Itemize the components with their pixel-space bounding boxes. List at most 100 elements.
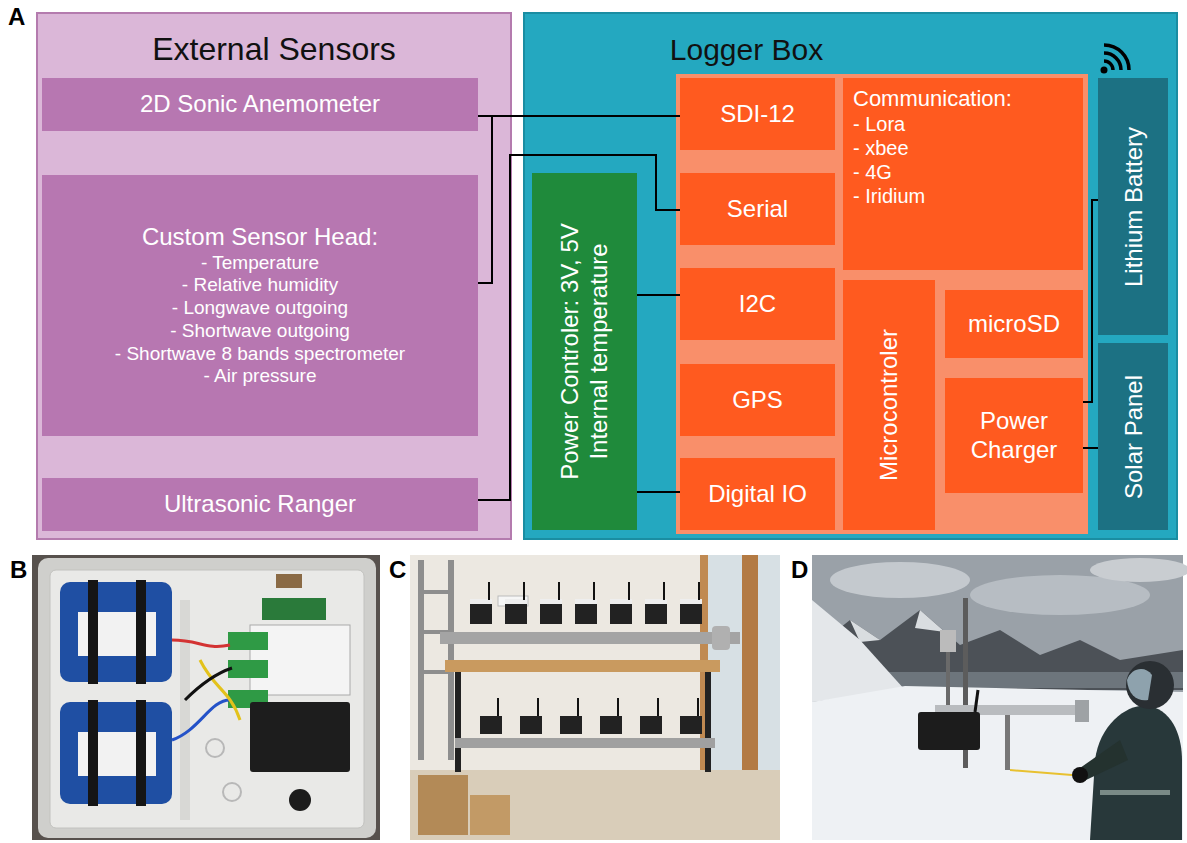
photo-stations-indoors-part <box>410 555 780 840</box>
photo-field-station-part <box>1090 705 1182 840</box>
photo-stations-indoors-part <box>663 582 665 600</box>
photo-stations-indoors-part <box>698 582 700 600</box>
box-item: - Iridium <box>853 184 925 208</box>
box-label: GPS <box>732 386 783 415</box>
connector-line <box>1083 447 1098 449</box>
wifi-icon-part <box>1101 67 1108 74</box>
box-item: - Temperature <box>201 252 319 275</box>
photo-field-station-part <box>940 630 956 652</box>
rotated-label: Lithium Battery <box>1098 78 1168 335</box>
wifi-icon <box>1101 45 1130 74</box>
box-label: Lithium Battery <box>1119 126 1148 286</box>
box-label: Serial <box>727 195 788 224</box>
box-item: - xbee <box>853 136 909 160</box>
photo-field-station-part <box>1010 770 1072 775</box>
panel-heading: Logger Box <box>523 32 970 68</box>
connector-line <box>637 294 680 296</box>
connector-line <box>1083 200 1098 402</box>
photo-field-station-part <box>1005 715 1010 770</box>
photo-logger-interior-part <box>32 555 380 840</box>
interface-box: SDI-12 <box>680 78 835 150</box>
photo-stations-indoors-part <box>520 716 542 734</box>
photo-stations-indoors-part <box>505 604 527 624</box>
wifi-icon-part <box>1104 61 1113 70</box>
photo-stations-indoors-part <box>523 582 525 600</box>
sensor-box: Custom Sensor Head:- Temperature- Relati… <box>42 175 478 436</box>
photo-field-station-part <box>1075 700 1089 722</box>
photo-logger-interior-part <box>88 700 98 806</box>
photo-stations-indoors-part <box>617 698 619 716</box>
connector-line <box>478 115 680 117</box>
photo-stations-indoors-part <box>610 604 632 624</box>
photo-stations-indoors-part <box>628 582 630 600</box>
photo-logger-interior-part <box>60 582 172 682</box>
sensor-group-panel: External Sensors2D Sonic AnemometerCusto… <box>36 12 512 540</box>
photo-stations-indoors-part <box>560 716 582 734</box>
photo-stations-indoors-part <box>600 716 622 734</box>
photo-field-station-part <box>918 712 980 750</box>
photo-stations-indoors-part <box>537 698 539 716</box>
photo-stations-indoors-part <box>697 698 699 716</box>
photo-field-station-part <box>1100 790 1170 795</box>
photo-stations-indoors-part <box>712 626 730 650</box>
box-item: - 4G <box>853 160 892 184</box>
wifi-icon-part <box>1104 53 1121 70</box>
photo-field-station-part <box>830 562 970 598</box>
photo-logger-interior-part <box>206 739 224 757</box>
photo-stations-indoors-part <box>680 604 702 624</box>
photo-stations-indoors-part <box>540 604 562 624</box>
box-label: Ultrasonic Ranger <box>164 490 356 519</box>
photo-field-station-part <box>1090 558 1187 582</box>
box-label: Power Charger <box>953 407 1075 465</box>
photo-field-station-part <box>812 555 1183 840</box>
box-item: - Lora <box>853 112 905 136</box>
photo-stations-indoors-part <box>558 582 560 600</box>
panel-title: Logger Box <box>670 32 823 68</box>
photo-stations-indoors-part <box>480 716 502 734</box>
rotated-label: Microcontroler <box>843 280 935 530</box>
photo-stations-indoors-part <box>497 698 499 716</box>
box-label: SDI-12 <box>720 100 795 129</box>
power-controller-box: Power Controler: 3V, 5VInternal temperat… <box>532 173 637 530</box>
panel-letter: C <box>389 557 406 583</box>
photo-logger-interior-part <box>250 702 350 772</box>
box-label: Power Controler: 3V, 5V <box>556 223 585 480</box>
interface-box: Serial <box>680 173 835 245</box>
panel-letter: D <box>791 557 808 583</box>
interface-box: Digital IO <box>680 458 835 530</box>
photo-stations-indoors-part <box>575 604 597 624</box>
photo-logger-interior-part <box>262 598 326 620</box>
rotated-label: Power Controler: 3V, 5VInternal temperat… <box>532 173 637 530</box>
sensor-box: 2D Sonic Anemometer <box>42 78 478 131</box>
rotated-label: Solar Panel <box>1098 343 1168 530</box>
storage-box: microSD <box>945 290 1083 358</box>
box-label: Communication: <box>853 86 1012 112</box>
photo-stations-indoors <box>410 555 780 840</box>
photo-logger-interior-part <box>289 789 311 811</box>
photo-stations-indoors-part <box>470 604 492 624</box>
photo-field-station <box>812 555 1187 840</box>
photo-stations-indoors-part <box>418 590 454 594</box>
photo-stations-indoors-part <box>470 795 510 835</box>
box-item: - Air pressure <box>204 365 317 388</box>
box-item: - Relative humidity <box>182 274 338 297</box>
panel-letter: B <box>10 557 27 583</box>
photo-logger-interior-part <box>172 700 230 740</box>
communication-box: Communication:- Lora- xbee- 4G- Iridium <box>843 78 1083 270</box>
photo-logger-interior-part <box>228 660 268 678</box>
box-item: - Longwave outgoing <box>172 297 348 320</box>
box-label: Solar Panel <box>1119 374 1148 498</box>
photo-logger-interior-part <box>180 600 190 820</box>
photo-logger-interior-part <box>38 558 376 838</box>
photo-logger-interior-part <box>185 668 232 700</box>
connector-line <box>478 116 680 283</box>
photo-logger-interior-part <box>88 580 98 684</box>
box-item: Internal temperature <box>585 243 614 459</box>
photo-stations-indoors-part <box>445 660 720 672</box>
photo-field-station-part <box>1072 767 1088 783</box>
photo-field-station-part <box>812 686 1183 840</box>
solar-panel-box: Solar Panel <box>1098 343 1168 530</box>
photo-stations-indoors-part <box>680 716 702 734</box>
photo-stations-indoors-part <box>418 775 468 835</box>
photo-logger-interior-part <box>50 570 364 828</box>
